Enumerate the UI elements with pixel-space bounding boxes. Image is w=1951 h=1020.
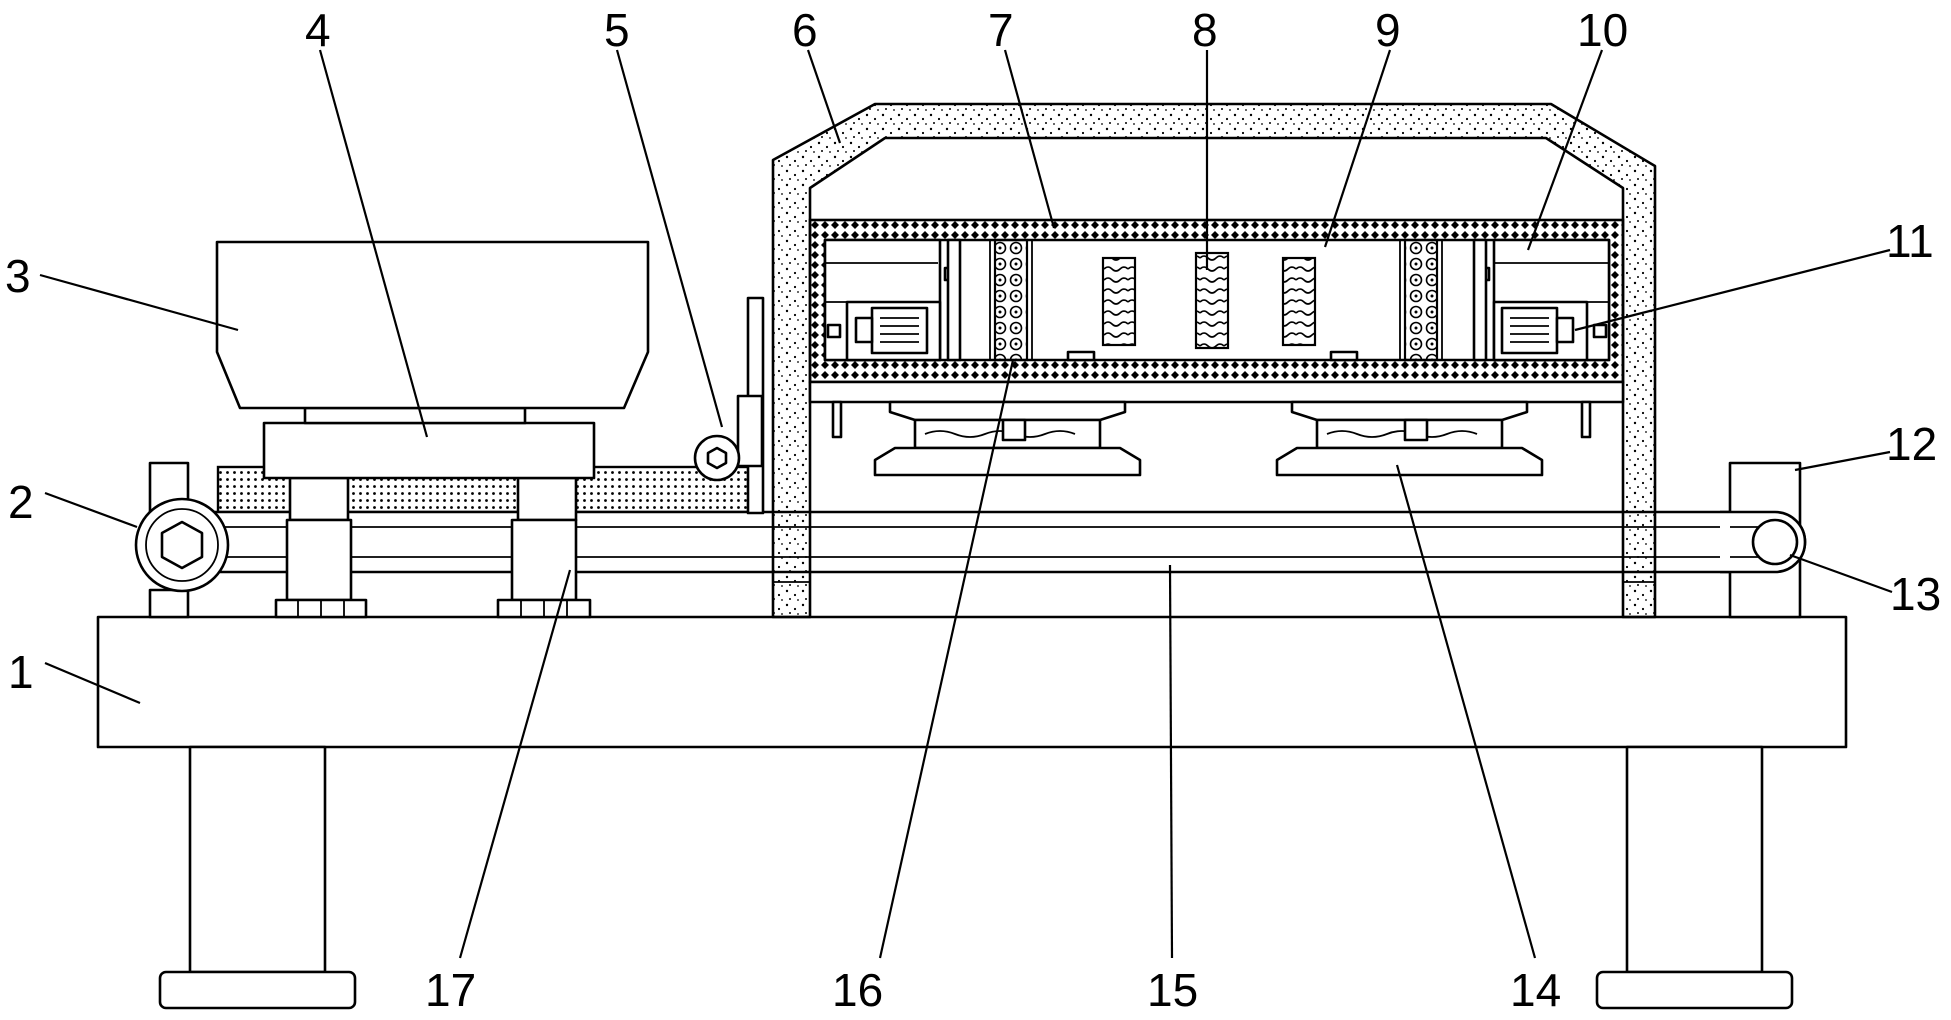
right-support: [1720, 461, 1807, 619]
idler-roller: [1751, 518, 1799, 566]
grinding-element-1: [1101, 256, 1137, 347]
plate-spacer: [303, 406, 527, 425]
label-10: 10: [1577, 4, 1628, 56]
base-table: [96, 615, 1848, 1010]
label-14: 14: [1510, 964, 1561, 1015]
drive-hub: [160, 520, 204, 570]
right-motor-shaft: [1555, 316, 1575, 344]
hopper-body: [215, 240, 650, 410]
label-2: 2: [8, 476, 34, 528]
label-11: 11: [1886, 215, 1934, 267]
label-8: 8: [1192, 4, 1218, 56]
label-15: 15: [1147, 964, 1198, 1015]
callout-labels: 1 2 3 4 5 6 7 8 9 10 11 12 13 14 15 16 1…: [5, 4, 1941, 1016]
label-9: 9: [1375, 4, 1401, 56]
left-foot: [158, 970, 357, 1010]
support-plate: [262, 421, 596, 480]
label-1: 1: [8, 646, 34, 698]
label-4: 4: [305, 4, 331, 56]
clamp-unit-right: [1275, 400, 1544, 477]
label-3: 3: [5, 250, 31, 302]
bearing-strip-right: [1403, 238, 1439, 362]
drive-motor: [134, 461, 230, 619]
leg-lower-left: [285, 518, 353, 602]
bearing-strip-left: [993, 238, 1029, 362]
leg-lower-right: [510, 518, 578, 602]
mounting-rail: [808, 380, 1625, 439]
label-6: 6: [792, 4, 818, 56]
table-top: [96, 615, 1848, 749]
hopper: [215, 240, 650, 410]
material-support: [262, 406, 596, 619]
label-13: 13: [1890, 568, 1941, 620]
housing-wall: [771, 102, 1657, 619]
leader-lines: [39, 49, 1893, 959]
grinding-chamber: [808, 218, 1625, 384]
hinge-pin: [706, 446, 728, 470]
right-foot: [1595, 970, 1794, 1010]
label-5: 5: [604, 4, 630, 56]
nut-base-left: [274, 598, 368, 619]
left-leg: [188, 745, 327, 974]
right-leg: [1625, 745, 1764, 974]
hinge-block: [736, 394, 764, 468]
clamp-unit-left: [873, 400, 1142, 477]
nut-base-right: [496, 598, 592, 619]
label-16: 16: [832, 964, 883, 1015]
right-motor: [1500, 306, 1559, 355]
hinge: [693, 296, 765, 515]
label-12: 12: [1886, 418, 1937, 470]
rail-bar: [808, 380, 1625, 404]
leg-upper-left: [288, 476, 350, 522]
housing: [771, 102, 1657, 619]
leg-upper-right: [516, 476, 578, 522]
motor-base: [148, 588, 190, 619]
grinding-element-3: [1281, 256, 1317, 347]
left-motor: [870, 306, 929, 355]
grinding-element-2: [1194, 251, 1230, 350]
label-7: 7: [988, 4, 1014, 56]
label-17: 17: [425, 964, 476, 1015]
